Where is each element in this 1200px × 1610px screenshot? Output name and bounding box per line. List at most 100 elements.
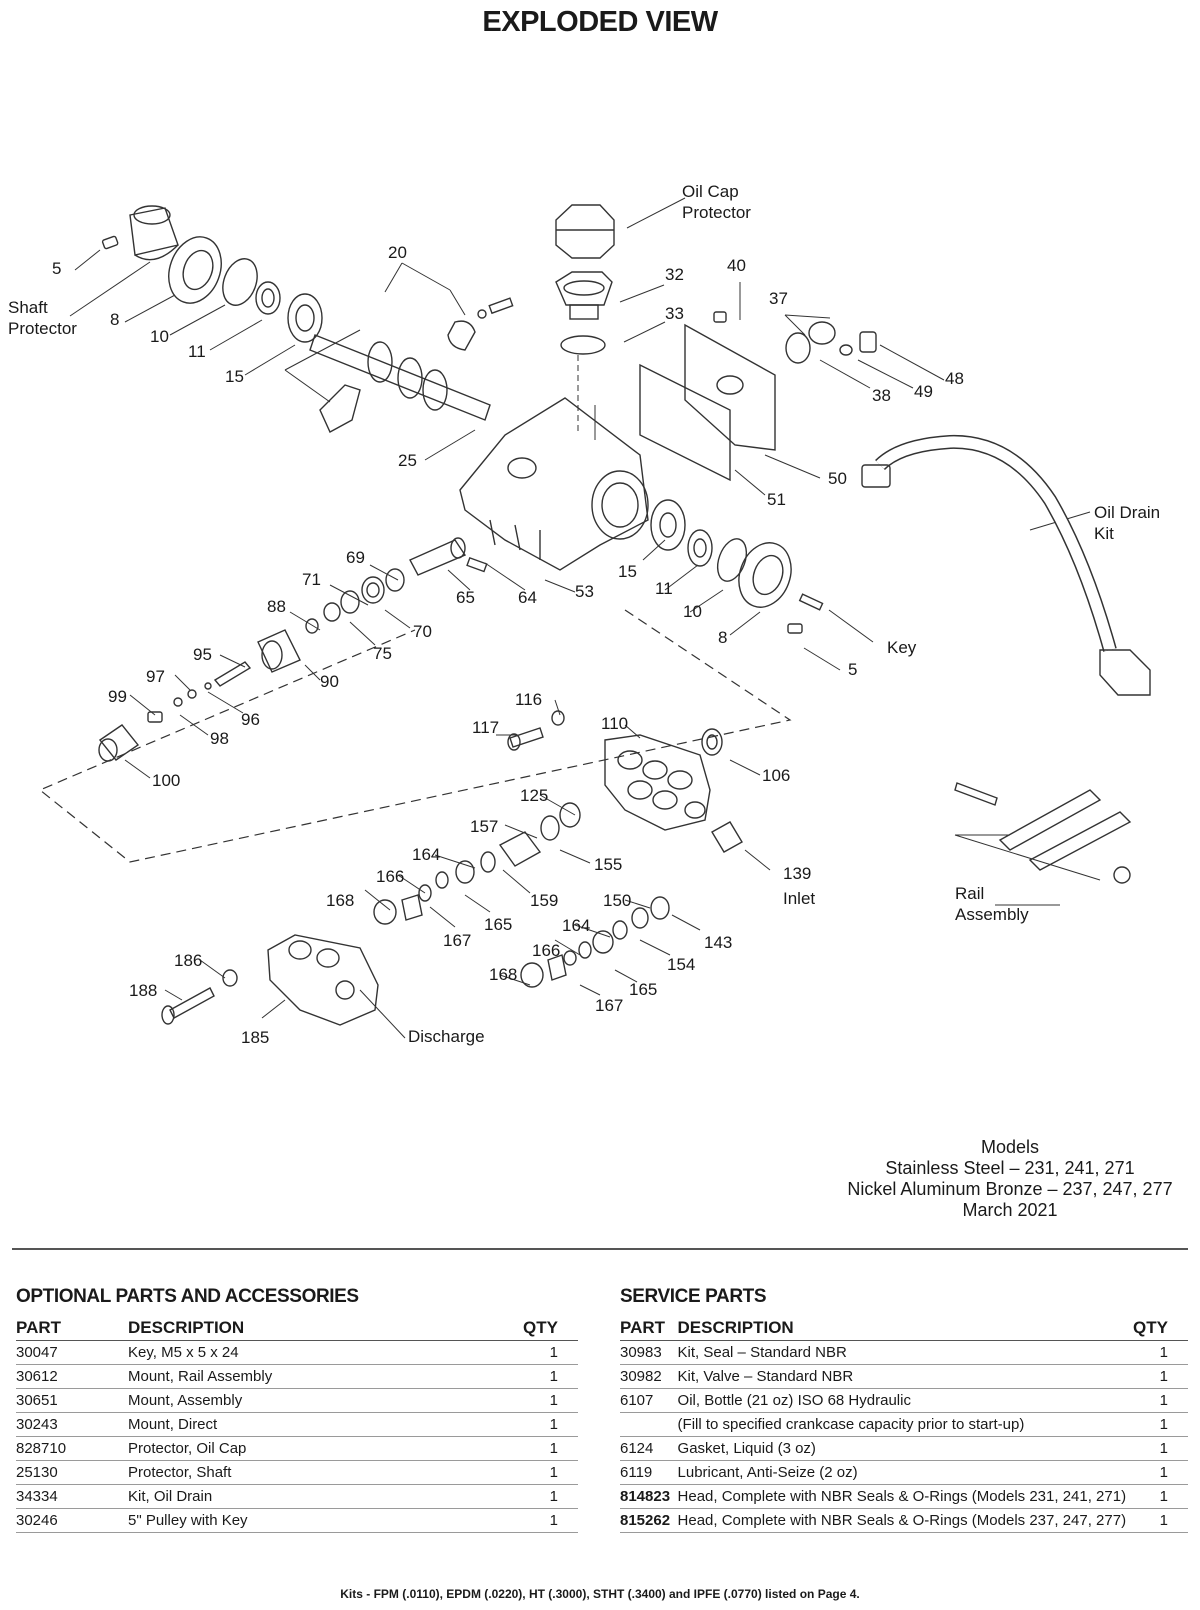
callout-106: 106 [762, 766, 790, 785]
callout-discharge: Discharge [408, 1027, 485, 1046]
callout-168b: 168 [489, 965, 517, 984]
plunger-retainer-100-part [98, 724, 140, 762]
cell-qty: 1 [1126, 1364, 1188, 1389]
leader-lines [69, 197, 1101, 1039]
cell-part: 6119 [620, 1460, 678, 1485]
models-line-stainless: Stainless Steel – 231, 241, 271 [885, 1158, 1135, 1178]
seal-11-part [255, 281, 281, 315]
callout-oil-drain-kit: Kit [1094, 524, 1114, 543]
callout-oil-cap-protector: Oil Cap [682, 182, 739, 201]
oring-10-part [222, 258, 258, 306]
callout-71: 71 [302, 570, 321, 589]
discharge-manifold-185-part [267, 934, 379, 1026]
callout-38: 38 [872, 386, 891, 405]
callout-117: 117 [472, 718, 499, 737]
callout-188: 188 [129, 981, 157, 1000]
page-title: EXPLODED VIEW [482, 6, 718, 38]
connecting-rod-part [319, 320, 476, 433]
oil-cap-protector-part [555, 204, 615, 259]
callout-10b: 10 [683, 602, 702, 621]
cell-description: Kit, Seal – Standard NBR [677, 1340, 1127, 1365]
callout-154: 154 [667, 955, 695, 974]
callout-32: 32 [665, 265, 684, 284]
plug-48-part [839, 331, 877, 356]
callout-5b: 5 [848, 660, 857, 679]
column-header-description: DESCRIPTION [128, 1316, 498, 1341]
callout-49: 49 [914, 382, 933, 401]
cell-qty: 1 [1126, 1508, 1188, 1533]
cell-qty: 1 [498, 1388, 578, 1413]
callout-99: 99 [108, 687, 127, 706]
callout-139: 139 [783, 864, 811, 883]
callout-166a: 166 [376, 867, 404, 886]
callout-rail-assembly: Rail [955, 884, 984, 903]
callout-88: 88 [267, 597, 286, 616]
cell-qty: 1 [498, 1340, 578, 1365]
cell-part: 30983 [620, 1340, 678, 1365]
callout-75: 75 [373, 644, 392, 663]
service-parts-section: SERVICE PARTS PART DESCRIPTION QTY 30983… [620, 1286, 1188, 1533]
cell-description: 5" Pulley with Key [128, 1508, 498, 1533]
nut-99-part [147, 711, 163, 723]
callout-oil-cap-protector: Protector [682, 203, 751, 222]
callout-116: 116 [515, 690, 542, 709]
washer-186-part [222, 969, 238, 987]
callout-98: 98 [210, 729, 229, 748]
stud-95-part [173, 661, 252, 707]
callout-159: 159 [530, 891, 558, 910]
cell-qty: 1 [1126, 1436, 1188, 1461]
callout-165a: 165 [484, 915, 512, 934]
cell-part: 30651 [16, 1388, 128, 1413]
callout-shaft-protector: Protector [8, 319, 77, 338]
cell-description: Head, Complete with NBR Seals & O-Rings … [677, 1508, 1127, 1533]
oring-10b-part [716, 538, 748, 582]
cell-qty: 1 [1126, 1484, 1188, 1509]
cell-part: 814823 [620, 1484, 678, 1509]
callout-95: 95 [193, 645, 212, 664]
callout-rail-assembly: Assembly [955, 905, 1029, 924]
shaft-protector-part [129, 205, 179, 261]
gasket-51-part [639, 363, 731, 482]
cell-description: Gasket, Liquid (3 oz) [677, 1436, 1127, 1461]
callout-70: 70 [413, 622, 432, 641]
callout-50: 50 [828, 469, 847, 488]
callout-110: 110 [601, 714, 628, 733]
callout-37: 37 [769, 289, 788, 308]
oil-drain-kit-part [861, 434, 1151, 696]
crankcase-part [459, 397, 649, 571]
callout-185: 185 [241, 1028, 269, 1047]
cell-part: 30047 [16, 1340, 128, 1365]
cell-description: Oil, Bottle (21 oz) ISO 68 Hydraulic [677, 1388, 1127, 1413]
cell-description: Lubricant, Anti-Seize (2 oz) [677, 1460, 1127, 1485]
cell-description: Mount, Assembly [128, 1388, 498, 1413]
cell-part: 828710 [16, 1436, 128, 1461]
callout-167b: 167 [595, 996, 623, 1015]
callout-20: 20 [388, 243, 407, 262]
footer-note: Kits - FPM (.0110), EPDM (.0220), HT (.3… [340, 1587, 860, 1601]
plug-37-part [785, 321, 836, 364]
cell-qty: 1 [498, 1412, 578, 1437]
callout-143: 143 [704, 933, 732, 952]
cell-qty: 1 [498, 1508, 578, 1533]
cell-qty: 1 [1126, 1340, 1188, 1365]
seal-69-70-part [305, 568, 405, 634]
callout-oil-drain-kit: Oil Drain [1094, 503, 1160, 522]
cell-qty: 1 [1126, 1460, 1188, 1485]
callout-5a: 5 [52, 259, 61, 278]
callout-186: 186 [174, 951, 202, 970]
crankshaft-25-part [309, 334, 491, 421]
table-row: (Fill to specified crankcase capacity pr… [620, 1412, 1188, 1437]
callout-125: 125 [520, 786, 548, 805]
bolt-5b-part [787, 623, 803, 634]
cell-part: 30246 [16, 1508, 128, 1533]
cell-part: 30612 [16, 1364, 128, 1389]
